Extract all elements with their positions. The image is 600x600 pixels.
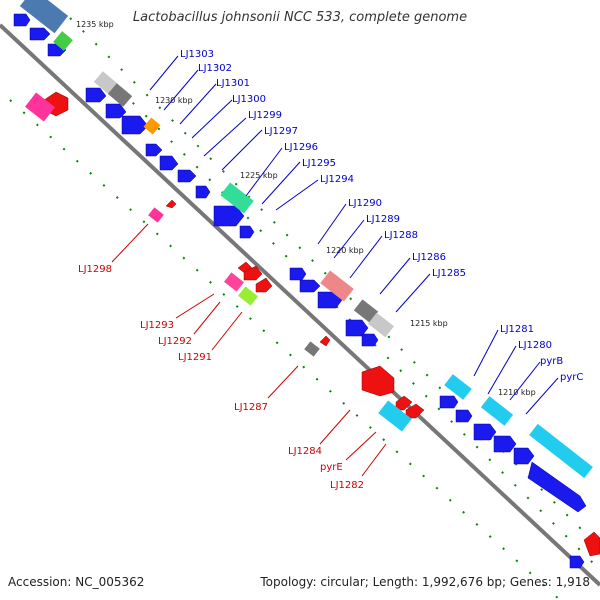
plus-labels: LJ1303 LJ1302 LJ1301 LJ1300 LJ1299 LJ129…	[180, 49, 583, 383]
tick-label: 1235 kbp	[76, 20, 114, 29]
gene-label: LJ1293	[140, 320, 174, 331]
minus-labels: LJ1298 LJ1293 LJ1292 LJ1291 LJ1287 LJ128…	[78, 264, 364, 491]
gene-label: LJ1287	[234, 402, 268, 413]
gene-label: LJ1297	[264, 126, 298, 137]
gene-label: LJ1285	[432, 268, 466, 279]
gene-label: LJ1302	[198, 63, 232, 74]
tick-label: 1230 kbp	[155, 96, 193, 105]
tick-label: 1210 kbp	[498, 388, 536, 397]
gene-label: LJ1286	[412, 252, 446, 263]
gene-label: pyrE	[320, 462, 343, 473]
genome-backbone	[0, 23, 600, 587]
gene-label: LJ1294	[320, 174, 354, 185]
gene-label: LJ1288	[384, 230, 418, 241]
gene-label: LJ1295	[302, 158, 336, 169]
gene-label: LJ1289	[366, 214, 400, 225]
map-title: Lactobacillus johnsonii NCC 533, complet…	[132, 10, 468, 25]
tick-label: 1215 kbp	[410, 319, 448, 328]
gene-label: LJ1298	[78, 264, 112, 275]
gene-label: LJ1301	[216, 78, 250, 89]
gene-label: LJ1280	[518, 340, 552, 351]
gene-label: LJ1290	[348, 198, 382, 209]
gene-label: LJ1303	[180, 49, 214, 60]
gene-label: pyrC	[560, 372, 583, 383]
accession-text: Accession: NC_005362	[8, 575, 145, 589]
gene-label: LJ1291	[178, 352, 212, 363]
gene-label: pyrB	[540, 356, 563, 367]
gene-label: LJ1281	[500, 324, 534, 335]
gene-label: LJ1299	[248, 110, 282, 121]
highlight-features	[19, 0, 593, 479]
forward-cds-track	[13, 13, 587, 569]
gene-label: LJ1300	[232, 94, 266, 105]
tick-label: 1220 kbp	[326, 246, 364, 255]
tick-marks: 1235 kbp 1230 kbp 1225 kbp 1220 kbp 1215…	[76, 20, 536, 397]
gene-label: LJ1296	[284, 142, 318, 153]
gene-label: LJ1292	[158, 336, 192, 347]
minus-label-lines	[111, 223, 387, 477]
gene-label: LJ1282	[330, 480, 364, 491]
plus-label-lines	[149, 55, 559, 415]
gene-label: LJ1284	[288, 446, 322, 457]
tick-label: 1225 kbp	[240, 171, 278, 180]
topology-text: Topology: circular; Length: 1,992,676 bp…	[260, 575, 590, 589]
